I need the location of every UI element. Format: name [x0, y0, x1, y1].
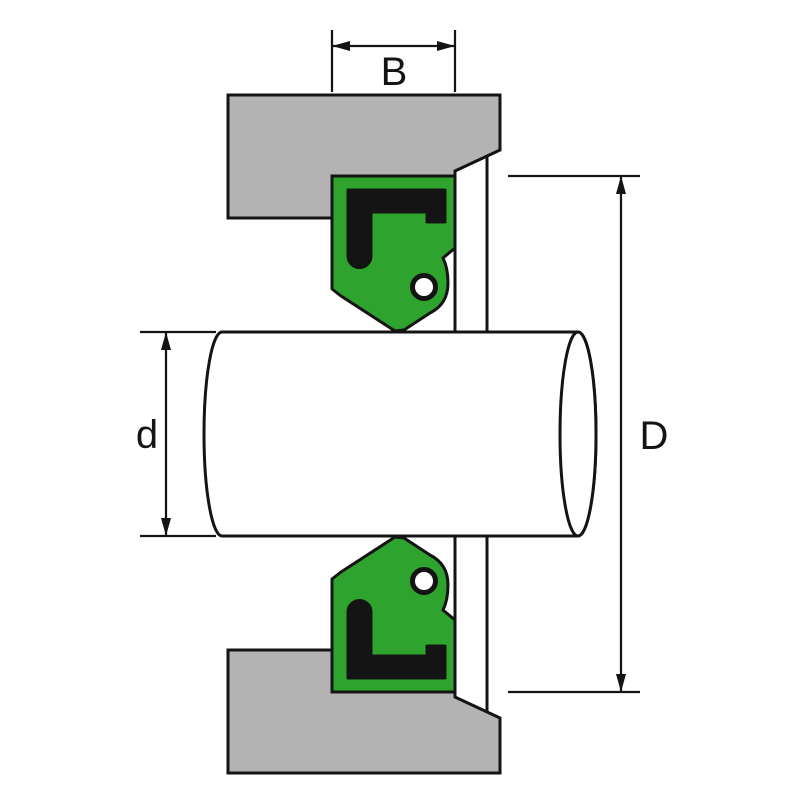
b-arrowhead-right [437, 41, 455, 51]
garter-spring-top [410, 273, 438, 301]
metal-insert-bottom [346, 599, 447, 680]
dimension-d: d [136, 330, 216, 538]
garter-spring-bottom [410, 567, 438, 595]
d-arrowhead-top [161, 332, 171, 350]
bottom-half [226, 535, 502, 775]
shaft-end-ellipse [558, 330, 598, 538]
shaft-body [202, 330, 598, 538]
d-label: d [136, 413, 158, 457]
shaft [202, 330, 598, 538]
dimension-B: B [330, 30, 457, 94]
D-arrowhead-top [616, 176, 626, 194]
dimension-D: D [508, 174, 669, 694]
d-arrowhead-bottom [161, 518, 171, 536]
D-arrowhead-bottom [616, 674, 626, 692]
b-label: B [381, 50, 408, 94]
metal-insert-top [346, 188, 447, 269]
D-label: D [640, 414, 669, 458]
top-half [226, 93, 502, 333]
b-arrowhead-left [332, 41, 350, 51]
